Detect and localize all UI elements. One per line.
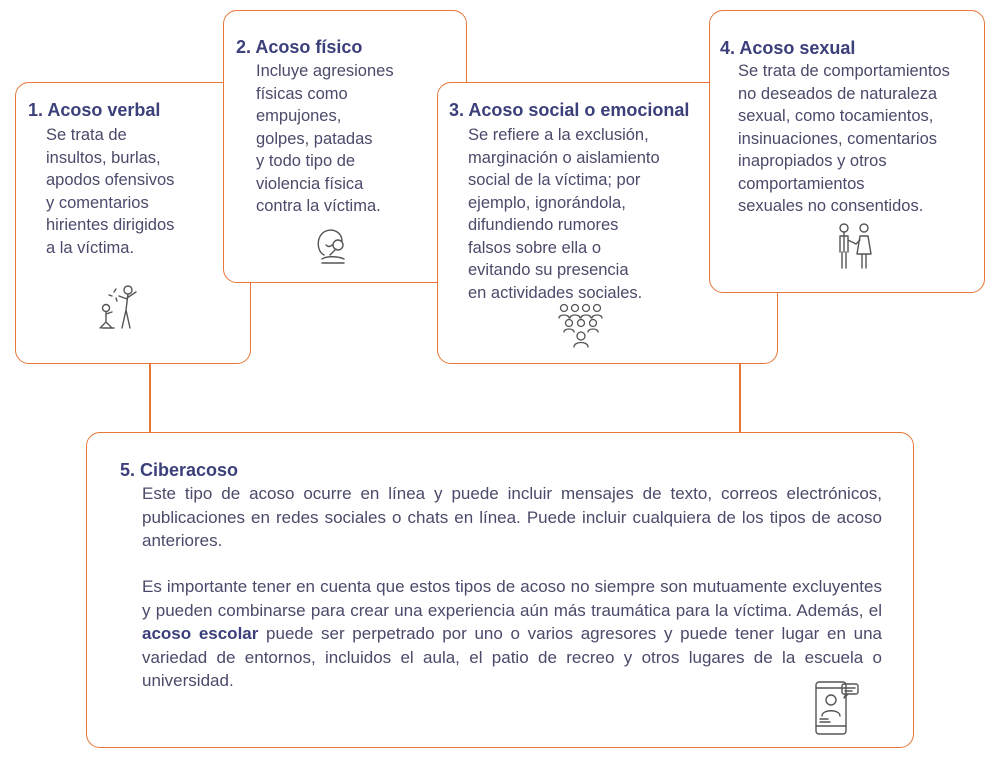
- physical-abuse-icon: [312, 225, 352, 267]
- card-cyber-paragraph-1: Este tipo de acoso ocurre en línea y pue…: [142, 484, 882, 550]
- card-physical-title: 2. Acoso físico: [236, 37, 363, 57]
- card-sexual: [709, 10, 985, 293]
- card-cyber: [86, 432, 914, 748]
- paragraph-2-part-2: puede ser perpetrado por uno o varios ag…: [142, 624, 882, 690]
- card-social-text: Se refiere a la exclusión, marginación o…: [468, 126, 660, 302]
- couple-icon: [834, 222, 874, 272]
- verbal-abuse-icon: [92, 282, 144, 334]
- card-cyber-paragraph-2: Es importante tener en cuenta que estos …: [142, 575, 882, 693]
- social-exclusion-icon: [556, 300, 606, 348]
- paragraph-2-bold: acoso escolar: [142, 624, 259, 643]
- card-verbal-text: Se trata de insultos, burlas, apodos ofe…: [46, 126, 175, 257]
- card-sexual-text: Se trata de comportamientos no deseados …: [738, 62, 950, 215]
- card-cyber-title: 5. Ciberacoso: [120, 460, 239, 480]
- card-verbal-title: 1. Acoso verbal: [28, 100, 161, 120]
- card-physical: [223, 10, 467, 283]
- connector-line-1: [149, 364, 151, 432]
- phone-chat-icon: [806, 676, 862, 738]
- paragraph-2-part-1: Es importante tener en cuenta que estos …: [142, 577, 882, 620]
- connector-line-3: [739, 364, 741, 432]
- card-verbal: [15, 82, 251, 364]
- card-social-title: 3. Acoso social o emocional: [449, 100, 690, 120]
- card-physical-text: Incluye agresiones físicas como empujone…: [256, 62, 394, 215]
- card-sexual-title: 4. Acoso sexual: [720, 38, 856, 58]
